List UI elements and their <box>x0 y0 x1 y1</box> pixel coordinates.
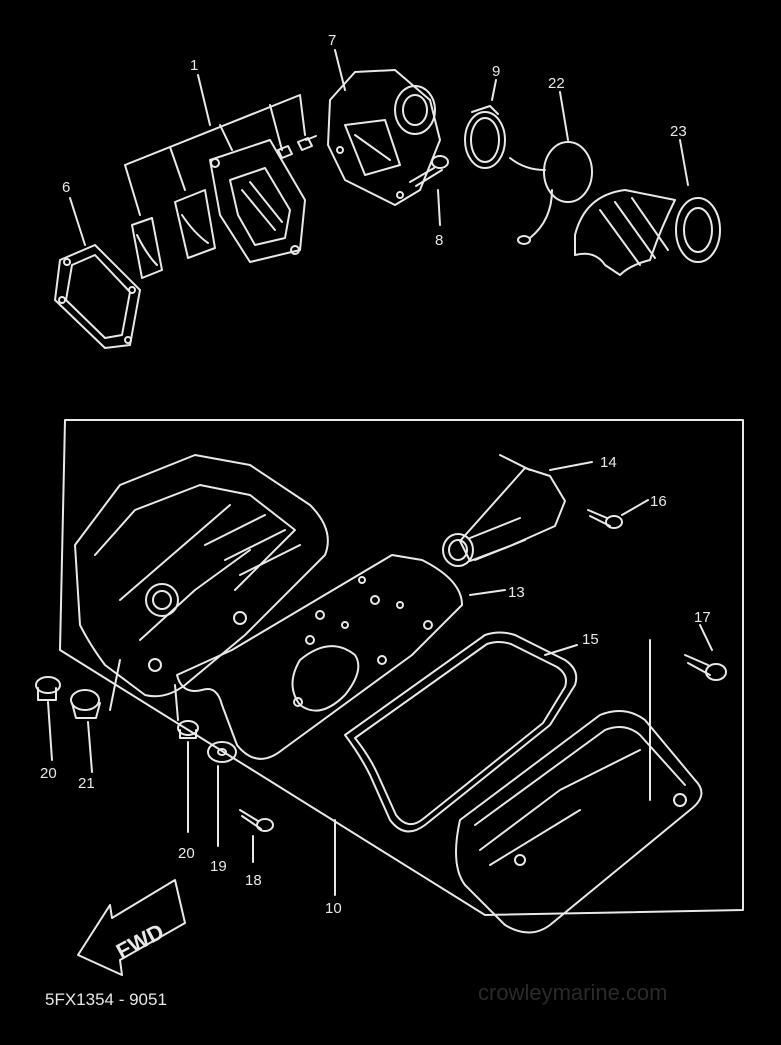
silencer-cover <box>455 639 703 934</box>
grommets-left <box>35 659 121 773</box>
part-8-bolt <box>409 155 449 226</box>
label-23: 23 <box>670 123 687 140</box>
part-15-seal <box>344 631 578 833</box>
label-16: 16 <box>650 493 667 510</box>
part-6-gasket <box>54 197 141 349</box>
part-number-labels: 1 6 7 8 9 22 23 10 13 14 15 16 17 18 19 … <box>40 32 711 917</box>
fwd-label: FWD <box>112 918 168 964</box>
label-8: 8 <box>435 232 443 249</box>
label-13: 13 <box>508 584 525 601</box>
label-10: 10 <box>325 900 342 917</box>
part-9-clamp <box>464 79 506 169</box>
part-1-bracket <box>124 74 306 216</box>
label-14: 14 <box>600 454 617 471</box>
label-15: 15 <box>582 631 599 648</box>
part-14-tube <box>442 454 593 567</box>
label-19: 19 <box>210 858 227 875</box>
fasteners-bottom <box>174 684 274 863</box>
silencer-body <box>74 454 329 698</box>
part-22-spring-clip <box>509 91 593 245</box>
label-21: 21 <box>78 775 95 792</box>
label-6: 6 <box>62 179 70 196</box>
label-18: 18 <box>245 872 262 889</box>
part-23-elbow-duct <box>574 139 721 276</box>
drawing-code: 5FX1354 - 9051 <box>45 990 167 1009</box>
part-7-intake-manifold <box>327 49 441 206</box>
label-20-left: 20 <box>40 765 57 782</box>
part-17-screw <box>684 624 727 681</box>
fwd-arrow <box>77 879 186 976</box>
watermark: crowleymarine.com <box>478 980 668 1005</box>
label-17: 17 <box>694 609 711 626</box>
label-20-bottom: 20 <box>178 845 195 862</box>
reed-valve-assembly <box>209 139 306 263</box>
reed-petals <box>131 189 216 279</box>
part-16-screw <box>587 499 649 529</box>
label-22: 22 <box>548 75 565 92</box>
label-1: 1 <box>190 57 198 74</box>
part-10-outline <box>59 419 744 916</box>
label-7: 7 <box>328 32 336 49</box>
label-9: 9 <box>492 63 500 80</box>
part-13-gasket-plate <box>176 554 506 760</box>
small-screws <box>277 135 317 159</box>
